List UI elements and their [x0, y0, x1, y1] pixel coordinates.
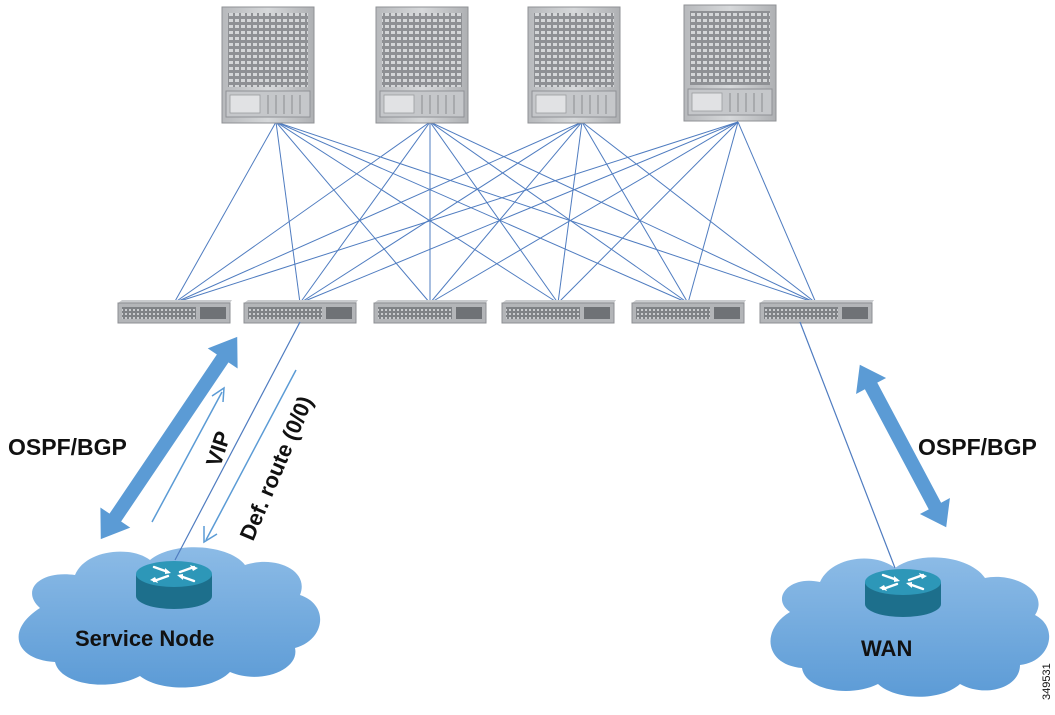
fabric-link	[275, 121, 689, 304]
fabric-link	[173, 121, 739, 304]
fabric-link	[173, 121, 583, 304]
fabric-link	[429, 121, 689, 304]
default-route-arrow	[203, 369, 297, 544]
fabric-link	[429, 121, 739, 304]
spine-switches	[221, 4, 777, 124]
leaf-switch-icon	[117, 300, 232, 324]
ospf-bgp-label-left: OSPF/BGP	[8, 434, 127, 460]
spine-switch-icon	[375, 6, 469, 124]
leaf-switches	[117, 300, 874, 324]
leaf-switch-icon	[373, 300, 488, 324]
leaf-switch-icon	[243, 300, 358, 324]
fabric-link	[557, 121, 739, 304]
router-icon	[865, 569, 941, 617]
wan-cloud	[770, 557, 1050, 697]
fabric-link	[299, 121, 739, 304]
fabric-link	[429, 121, 583, 304]
vip-label: VIP	[201, 428, 236, 469]
fabric-link	[581, 121, 689, 304]
fabric-link	[299, 121, 431, 304]
fabric-link	[581, 121, 817, 304]
default-route-label: Def. route (0/0)	[235, 392, 318, 544]
service-node-label: Service Node	[75, 626, 214, 651]
fabric-link	[299, 121, 583, 304]
figure-number: 349531	[1041, 663, 1053, 700]
wan-label: WAN	[861, 636, 912, 661]
fabric-link	[173, 121, 431, 304]
service-node-uplink	[174, 321, 301, 561]
service-node-cloud	[18, 547, 321, 688]
leaf-switch-icon	[501, 300, 616, 324]
wan-uplink	[799, 321, 896, 569]
fabric-link	[275, 121, 817, 304]
fabric-link	[173, 121, 277, 304]
router-icon	[136, 561, 212, 609]
leaf-switch-icon	[759, 300, 874, 324]
fabric-link	[429, 121, 559, 304]
fabric-link	[557, 121, 583, 304]
spine-switch-icon	[221, 6, 315, 124]
spine-switch-icon	[683, 4, 777, 122]
spine-switch-icon	[527, 6, 621, 124]
leaf-switch-icon	[631, 300, 746, 324]
ospf-bgp-label-right: OSPF/BGP	[918, 434, 1037, 460]
fabric-link	[737, 121, 817, 304]
fabric-links	[173, 121, 817, 304]
routing-exchange-arrow-right	[856, 364, 950, 528]
fabric-link	[429, 121, 817, 304]
fabric-link	[275, 121, 559, 304]
fabric-link	[275, 121, 431, 304]
vip-arrow	[151, 386, 225, 523]
fabric-link	[275, 121, 301, 304]
cloud-shape	[18, 547, 321, 688]
routing-exchange-arrow-left	[100, 336, 238, 540]
cloud-shape	[770, 557, 1050, 697]
fabric-link	[687, 121, 739, 304]
